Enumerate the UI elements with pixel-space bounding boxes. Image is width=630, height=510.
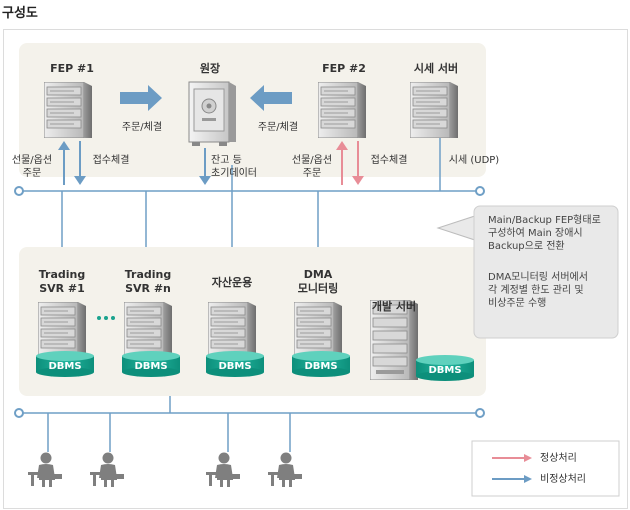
arrow-fep2-to-vault <box>250 85 292 111</box>
fep1-order-label: 선물/옵션 주문 <box>11 155 53 179</box>
svr1-label: Trading SVR #1 <box>38 268 86 295</box>
legend-abnormal-label: 비정상처리 <box>540 474 586 485</box>
asset-label: 자산운용 <box>211 276 253 289</box>
market-udp-label: 시세 (UDP) <box>448 155 500 166</box>
network-lines <box>20 122 480 452</box>
dbms-label: DBMS <box>428 365 462 376</box>
user-icon <box>206 452 240 487</box>
user-icon <box>28 452 62 487</box>
dbms-label: DBMS <box>48 361 82 372</box>
fep2-order-label: 선물/옵션 주문 <box>291 155 333 179</box>
asset-server-icon <box>208 302 256 358</box>
order-exec-right-label: 주문/체결 <box>257 122 299 133</box>
fep2-label: FEP #2 <box>322 62 366 75</box>
bus-endpoints <box>14 186 485 418</box>
market-server-icon <box>410 82 458 138</box>
dbms-label: DBMS <box>134 361 168 372</box>
legend-normal-label: 정상처리 <box>540 453 577 464</box>
fep2-receipt-label: 접수체결 <box>370 155 408 166</box>
user-icon <box>90 452 124 487</box>
page-title: 구성도 <box>2 6 38 21</box>
vault-init-data-label: 잔고 등 초기데이터 <box>211 155 257 179</box>
fep2-server-icon <box>318 82 366 138</box>
failover-note: Main/Backup FEP형태로 구성하여 Main 장애시 Backup으… <box>488 215 601 252</box>
svrn-server-icon <box>124 302 172 358</box>
ellipsis-dots <box>97 316 115 320</box>
user-icon <box>268 452 302 487</box>
fep1-server-icon <box>44 82 92 138</box>
dma-note: DMA모니터링 서버에서 각 계정별 한도 관리 및 비상주문 수행 <box>488 272 588 309</box>
vault-label: 원장 <box>199 62 221 75</box>
order-exec-left-label: 주문/체결 <box>121 122 163 133</box>
dbms-label: DBMS <box>304 361 338 372</box>
top-panel <box>19 43 486 177</box>
arrow-fep1-to-vault <box>120 85 162 111</box>
market-server-label: 시세 서버 <box>413 62 459 75</box>
fep1-label: FEP #1 <box>50 62 94 75</box>
dma-label: DMA 모니터링 <box>297 268 339 295</box>
vault-icon <box>188 81 236 146</box>
fep1-receipt-label: 접수체결 <box>92 155 130 166</box>
dbms-label: DBMS <box>218 361 252 372</box>
svr1-server-icon <box>38 302 86 358</box>
svrn-label: Trading SVR #n <box>124 268 172 295</box>
dev-server-label: 개발 서버 <box>371 300 417 313</box>
dma-server-icon <box>294 302 342 358</box>
